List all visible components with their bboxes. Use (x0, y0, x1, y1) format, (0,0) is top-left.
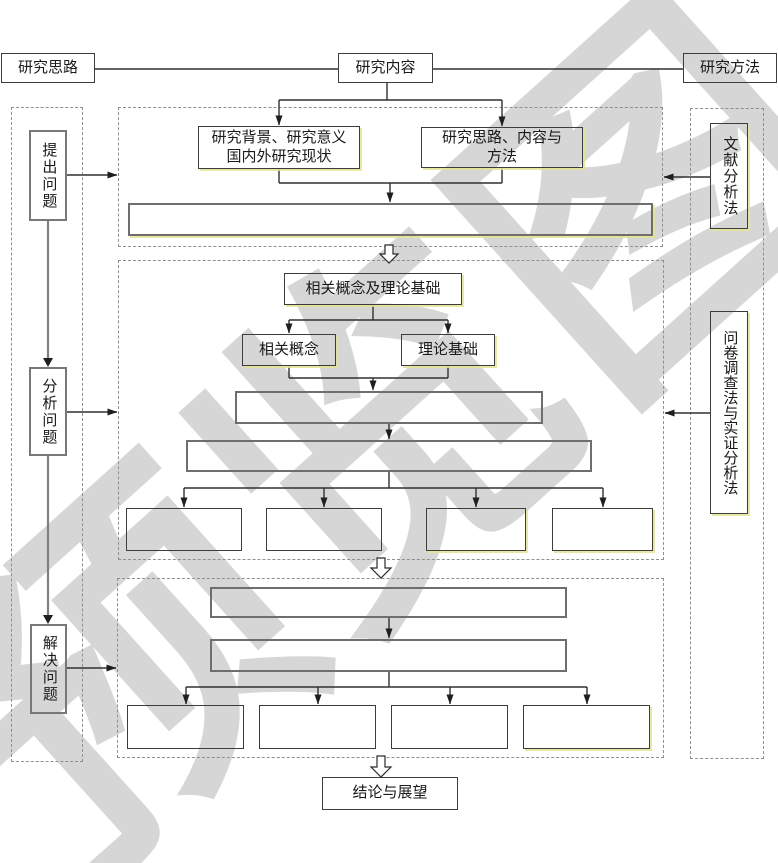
empty-box-section3-row1 (210, 587, 567, 618)
box-research-approach: 研究思路 (1, 53, 95, 83)
right-column-dashed-frame (690, 108, 764, 759)
box-related-concepts: 相关概念 (242, 334, 336, 366)
empty-box-section2-leaf2 (266, 508, 382, 551)
box-solve-question: 解决问题 (30, 624, 67, 714)
box-concepts-theory-header: 相关概念及理论基础 (284, 273, 462, 305)
box-questionnaire-empirical: 问卷调查法与实证分析法 (710, 311, 748, 514)
block-arrow-to-conclusion (369, 755, 393, 778)
empty-box-section2-row1 (235, 391, 543, 424)
empty-box-section2-leaf4 (552, 508, 653, 551)
empty-box-section2-leaf3 (426, 508, 526, 551)
box-conclusion-outlook: 结论与展望 (322, 777, 458, 810)
empty-box-section3-row2 (210, 639, 567, 672)
empty-box-section2-leaf1 (126, 508, 242, 551)
empty-box-section3-leaf3 (391, 705, 508, 749)
box-analyze-question: 分析问题 (29, 367, 67, 456)
box-theoretical-basis: 理论基础 (401, 334, 495, 366)
empty-box-section3-leaf4 (523, 705, 650, 749)
box-background-significance: 研究背景、研究意义 国内外研究现状 (198, 126, 360, 169)
empty-box-section2-row2 (186, 440, 592, 472)
empty-box-section1-summary (128, 203, 653, 236)
left-column-dashed-frame (11, 107, 83, 762)
box-research-method: 研究方法 (683, 53, 777, 83)
empty-box-section3-leaf1 (127, 705, 244, 749)
box-literature-analysis: 文献分析法 (710, 123, 748, 229)
box-research-content: 研究内容 (338, 53, 433, 83)
box-approach-content-method: 研究思路、内容与 方法 (421, 127, 583, 168)
box-raise-question: 提出问题 (29, 130, 67, 221)
empty-box-section3-leaf2 (259, 705, 376, 749)
